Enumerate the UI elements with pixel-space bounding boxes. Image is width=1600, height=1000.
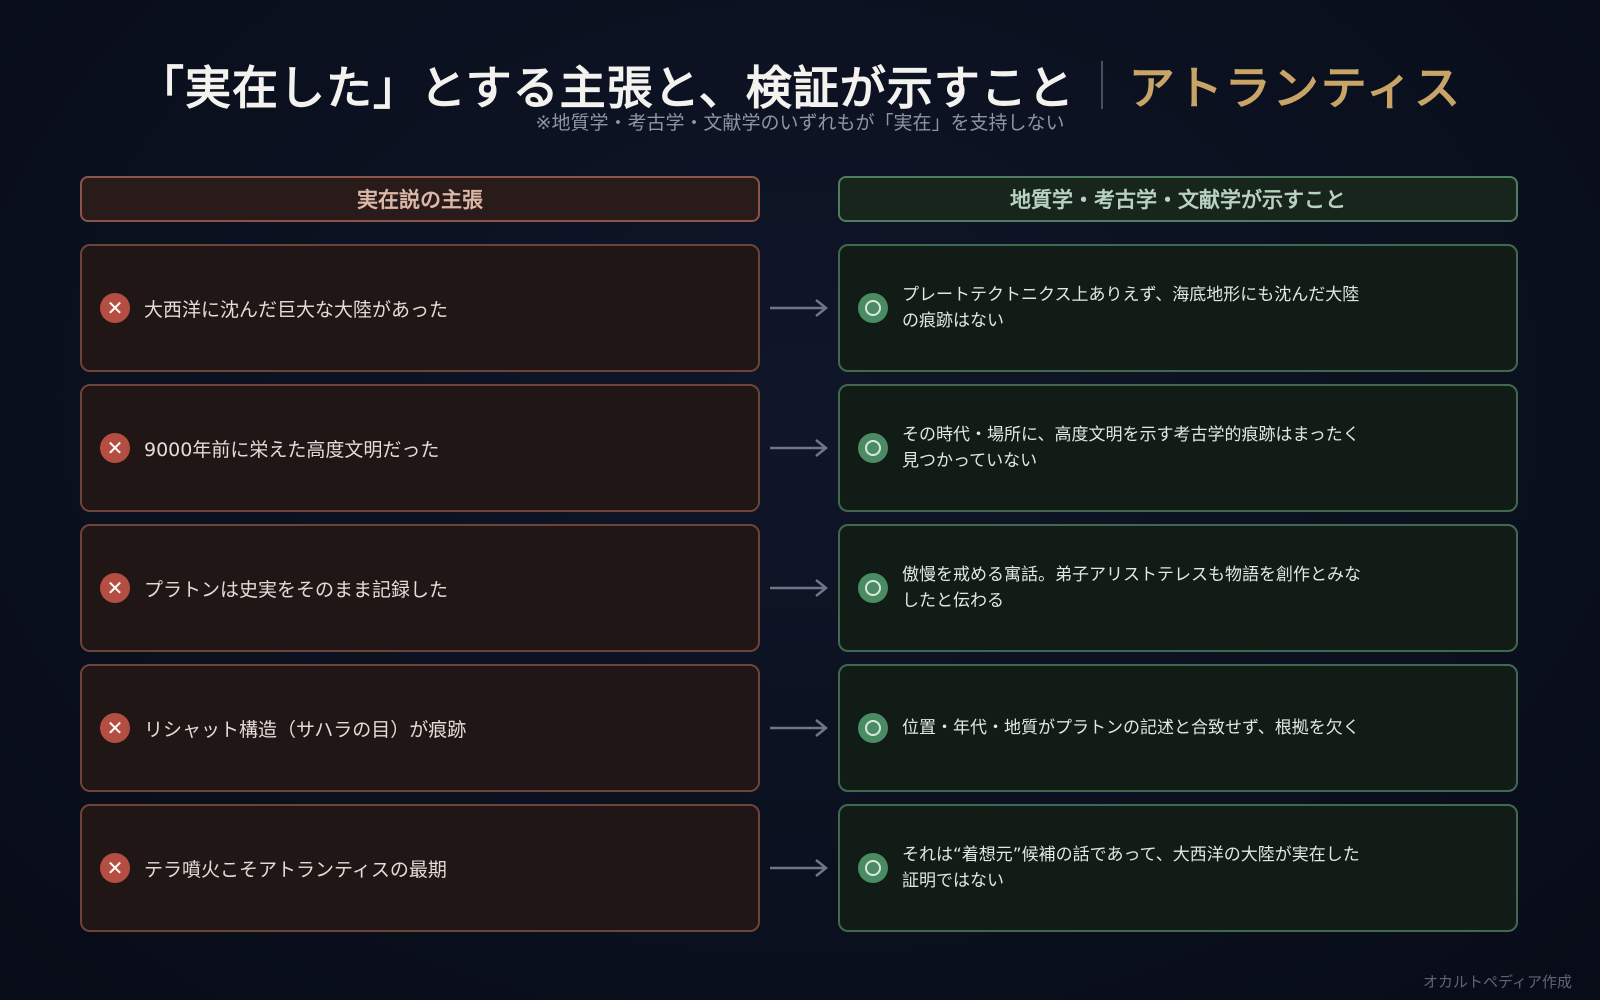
circle-check-icon <box>858 293 888 323</box>
claim-text: リシャット構造（サハラの目）が痕跡 <box>144 718 467 741</box>
fact-card: その時代・場所に、高度文明を示す考古学的痕跡はまったく見つかっていない <box>838 384 1518 512</box>
circle-check-icon <box>858 713 888 743</box>
fact-text: それは“着想元”候補の話であって、大西洋の大陸が実在した証明ではない <box>902 845 1360 891</box>
fact-card: それは“着想元”候補の話であって、大西洋の大陸が実在した証明ではない <box>838 804 1518 932</box>
fact-text: プレートテクトニクス上ありえず、海底地形にも沈んだ大陸の痕跡はない <box>902 285 1360 331</box>
comparison-row: ✕ 大西洋に沈んだ巨大な大陸があった プレートテクトニクス上ありえず、海底地形に… <box>80 244 1520 372</box>
title-row: 「実在した」とする主張と、検証が示すこと アトランティス <box>0 52 1600 118</box>
arrow-right-icon <box>770 719 829 737</box>
claim-card: ✕ テラ噴火こそアトランティスの最期 <box>80 804 760 932</box>
claim-text: 9000年前に栄えた高度文明だった <box>144 438 440 461</box>
title-divider <box>1100 61 1103 109</box>
cross-icon: ✕ <box>100 573 130 603</box>
cross-icon: ✕ <box>100 433 130 463</box>
cross-icon: ✕ <box>100 293 130 323</box>
fact-card: プレートテクトニクス上ありえず、海底地形にも沈んだ大陸の痕跡はない <box>838 244 1518 372</box>
cross-icon: ✕ <box>100 713 130 743</box>
circle-check-icon <box>858 433 888 463</box>
arrow-right-icon <box>770 579 829 597</box>
claim-text: プラトンは史実をそのまま記録した <box>144 578 449 601</box>
claim-card: ✕ 9000年前に栄えた高度文明だった <box>80 384 760 512</box>
claim-card: ✕ 大西洋に沈んだ巨大な大陸があった <box>80 244 760 372</box>
fact-text: その時代・場所に、高度文明を示す考古学的痕跡はまったく見つかっていない <box>902 425 1360 471</box>
fact-card: 位置・年代・地質がプラトンの記述と合致せず、根拠を欠く <box>838 664 1518 792</box>
comparison-rows: ✕ 大西洋に沈んだ巨大な大陸があった プレートテクトニクス上ありえず、海底地形に… <box>80 244 1520 944</box>
arrow-right-icon <box>770 859 829 877</box>
claims-column-header: 実在説の主張 <box>80 176 760 222</box>
fact-text: 傲慢を戒める寓話。弟子アリストテレスも物語を創作とみなしたと伝わる <box>902 565 1361 611</box>
comparison-row: ✕ プラトンは史実をそのまま記録した 傲慢を戒める寓話。弟子アリストテレスも物語… <box>80 524 1520 652</box>
comparison-row: ✕ リシャット構造（サハラの目）が痕跡 位置・年代・地質がプラトンの記述と合致せ… <box>80 664 1520 792</box>
arrow-right-icon <box>770 299 829 317</box>
claim-text: テラ噴火こそアトランティスの最期 <box>144 858 447 881</box>
facts-column-header: 地質学・考古学・文献学が示すこと <box>838 176 1518 222</box>
cross-icon: ✕ <box>100 853 130 883</box>
claim-card: ✕ プラトンは史実をそのまま記録した <box>80 524 760 652</box>
arrow-right-icon <box>770 439 829 457</box>
page-title: 「実在した」とする主張と、検証が示すこと <box>137 61 1075 115</box>
comparison-row: ✕ テラ噴火こそアトランティスの最期 それは“着想元”候補の話であって、大西洋の… <box>80 804 1520 932</box>
circle-check-icon <box>858 573 888 603</box>
credit-text: オカルトペディア作成 <box>1423 973 1572 991</box>
subtitle: ※地質学・考古学・文献学のいずれもが「実在」を支持しない <box>535 112 1065 134</box>
comparison-row: ✕ 9000年前に栄えた高度文明だった その時代・場所に、高度文明を示す考古学的… <box>80 384 1520 512</box>
claim-card: ✕ リシャット構造（サハラの目）が痕跡 <box>80 664 760 792</box>
title-accent: アトランティス <box>1128 61 1463 115</box>
circle-check-icon <box>858 853 888 883</box>
fact-card: 傲慢を戒める寓話。弟子アリストテレスも物語を創作とみなしたと伝わる <box>838 524 1518 652</box>
fact-text: 位置・年代・地質がプラトンの記述と合致せず、根拠を欠く <box>902 718 1360 738</box>
claim-text: 大西洋に沈んだ巨大な大陸があった <box>144 298 449 321</box>
